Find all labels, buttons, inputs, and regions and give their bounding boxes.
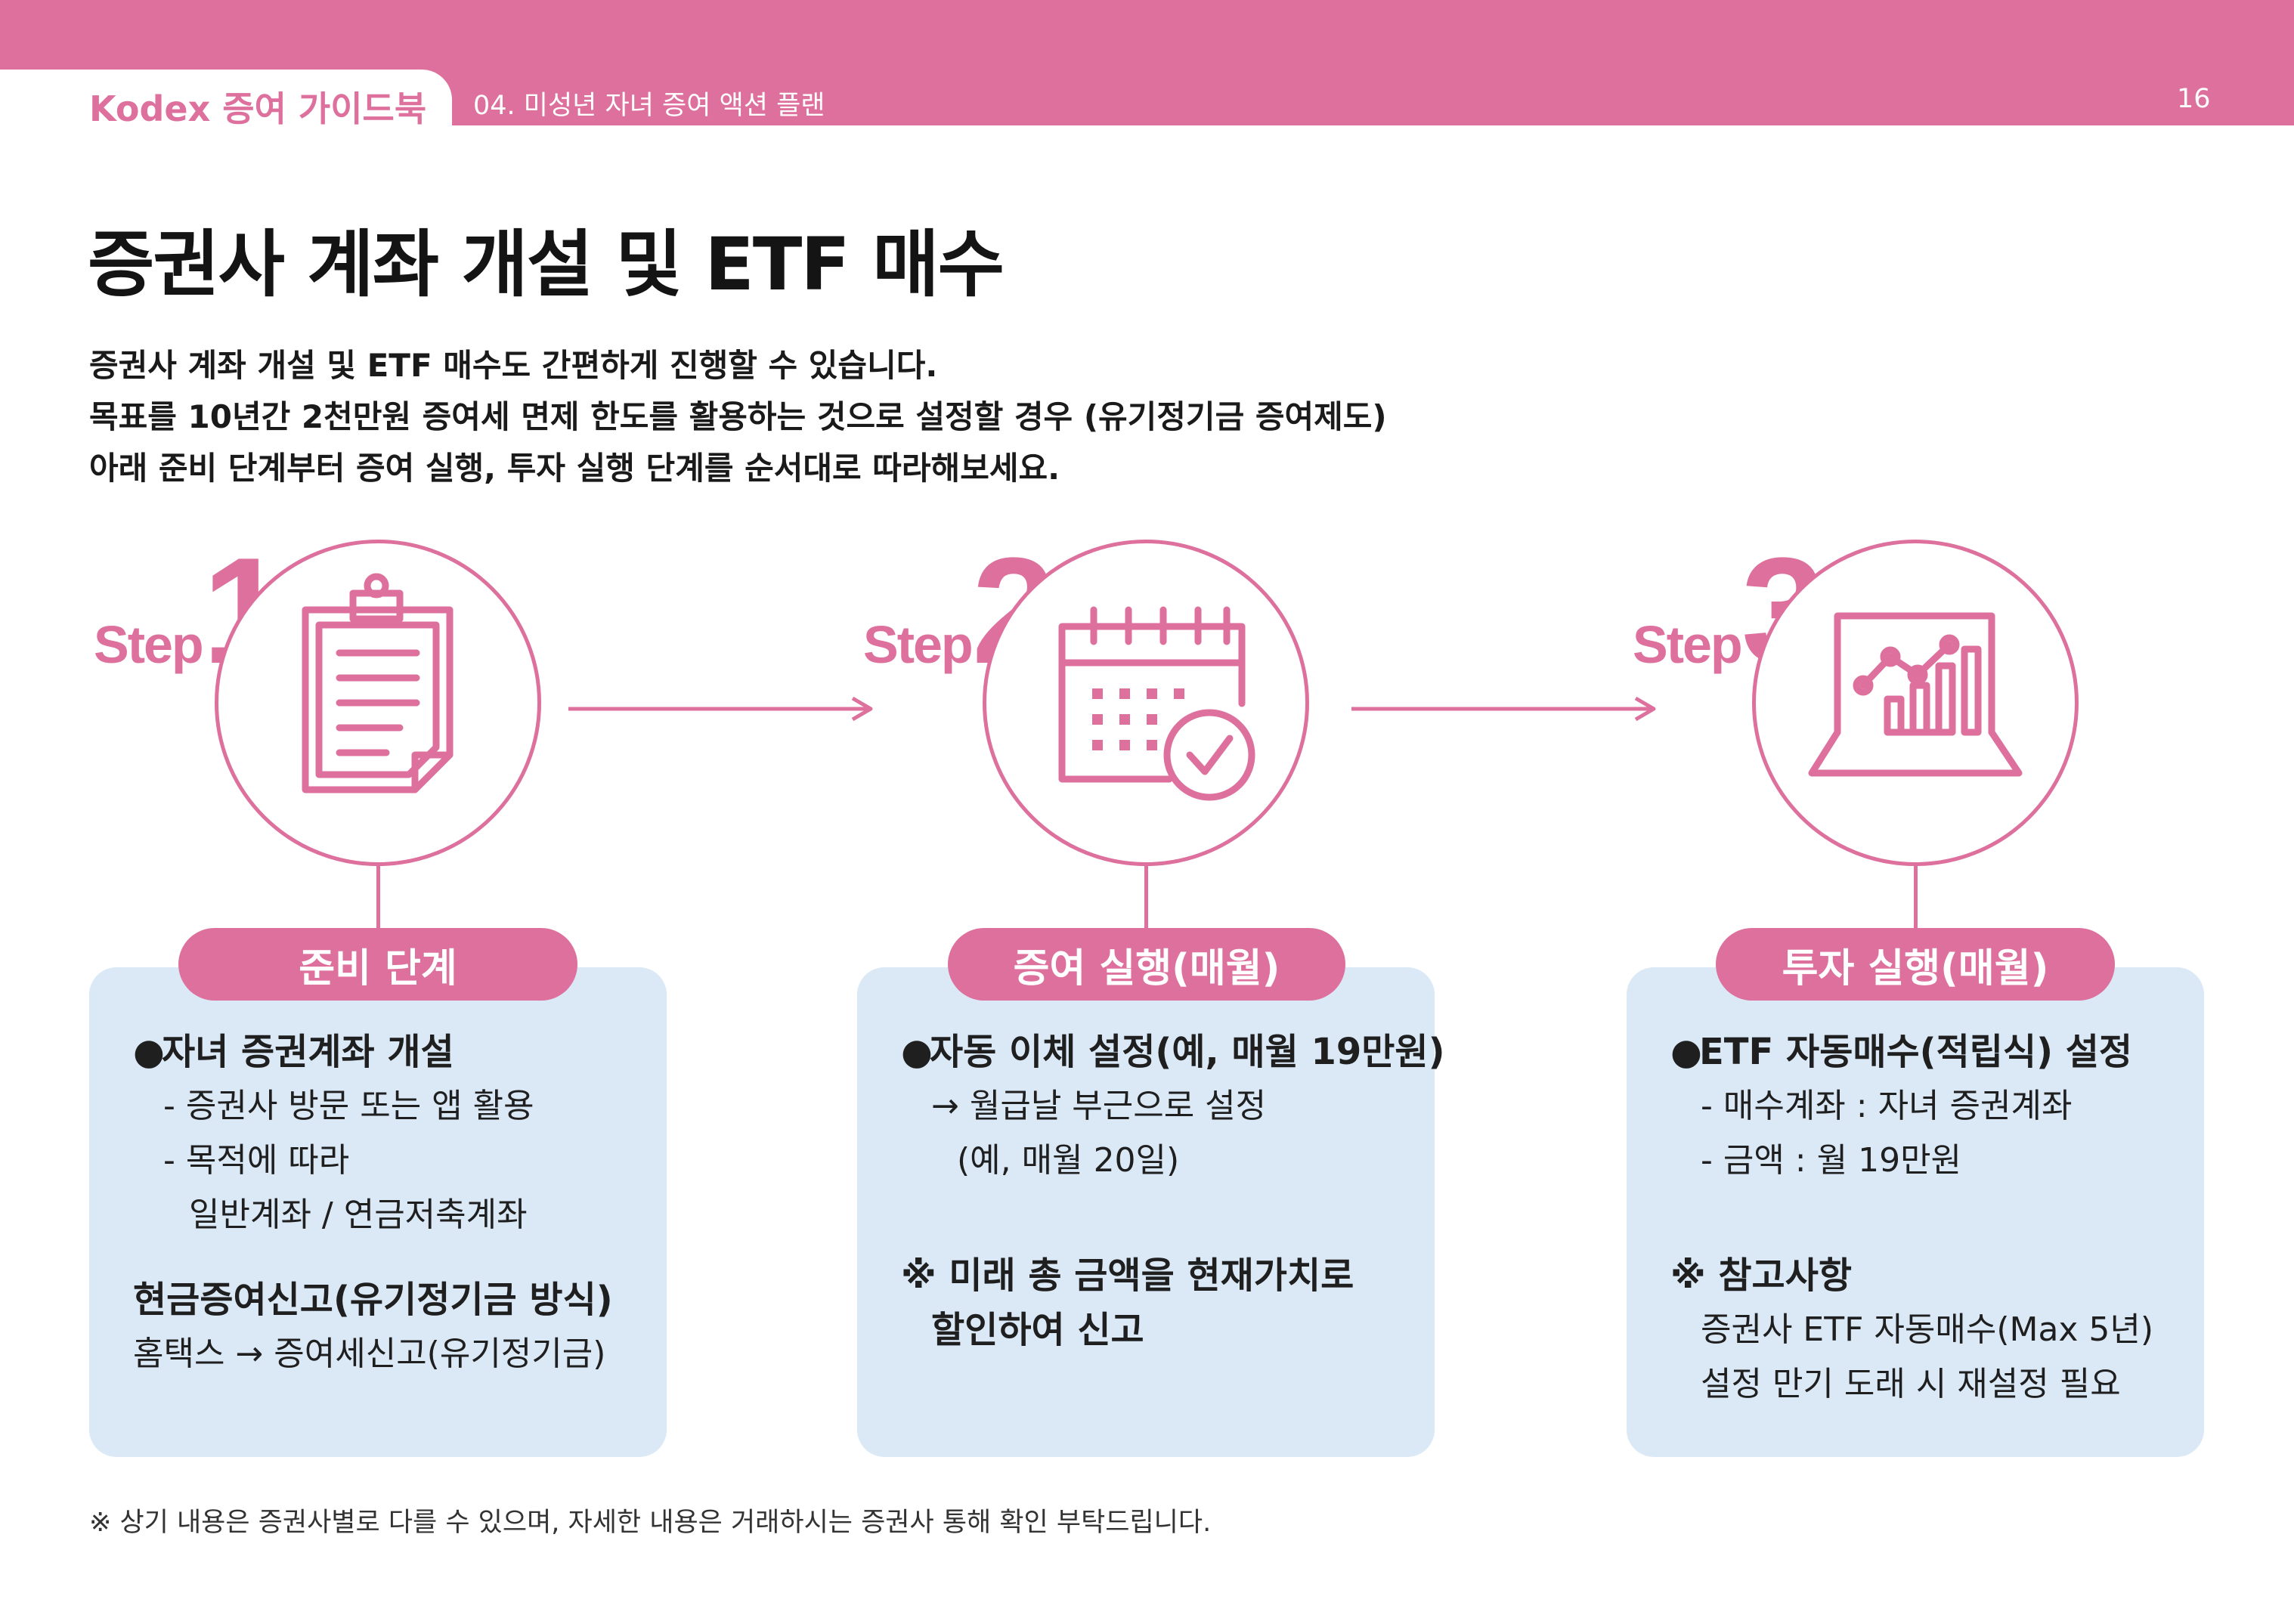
intro-line: 아래 준비 단계부터 증여 실행, 투자 실행 단계를 순서대로 따라해보세요. xyxy=(89,450,1060,487)
card-line-text: - 증권사 방문 또는 앱 활용 xyxy=(163,1087,534,1125)
laptop-chart-icon xyxy=(1808,612,2023,777)
card-line-text: 자녀 증권계좌 개설 xyxy=(162,1031,454,1073)
card-line: - 매수계좌 : 자녀 증권계좌 xyxy=(1670,1079,2153,1134)
card-line-text: ETF 자동매수(적립식) 설정 xyxy=(1699,1031,2133,1073)
brand-tab xyxy=(0,70,452,125)
chapter-title: 04. 미성년 자녀 증여 액션 플랜 xyxy=(473,91,825,121)
card-line: ●ETF 자동매수(적립식) 설정 xyxy=(1670,1025,2153,1079)
card-line: 증권사 ETF 자동매수(Max 5년) xyxy=(1670,1303,2153,1357)
card-line: - 금액 : 월 19만원 xyxy=(1670,1134,2153,1188)
step-2-pill: 증여 실행(매월) xyxy=(948,928,1345,1001)
card-line: - 목적에 따라 xyxy=(133,1134,613,1188)
connector-line xyxy=(376,862,380,930)
step-word: Step xyxy=(1633,615,1743,674)
card-line: → 월급날 부근으로 설정 xyxy=(901,1079,1445,1134)
card-line xyxy=(1670,1218,2153,1248)
card-line-text: 현금증여신고(유기정기금 방식) xyxy=(133,1279,613,1321)
step-3-pill: 투자 실행(매월) xyxy=(1716,928,2115,1001)
connector-line xyxy=(1914,862,1918,930)
card-line: - 증권사 방문 또는 앱 활용 xyxy=(133,1079,613,1134)
card-line-text: ※ 참고사항 xyxy=(1670,1254,1853,1297)
card-line xyxy=(901,1188,1445,1218)
card-line: 일반계좌 / 연금저축계좌 xyxy=(133,1188,613,1242)
arrow-right-icon xyxy=(1351,696,1656,722)
card-line-text: ※ 미래 총 금액을 현재가치로 xyxy=(901,1254,1354,1297)
step-3-card-text: ●ETF 자동매수(적립식) 설정 - 매수계좌 : 자녀 증권계좌 - 금액 : … xyxy=(1670,1025,2153,1412)
bullet-icon: ● xyxy=(133,1031,165,1073)
step-3-circle xyxy=(1752,540,2079,866)
page-number: 16 xyxy=(2177,84,2211,114)
step-2-card xyxy=(857,967,1435,1457)
intro-line: 증권사 계좌 개설 및 ETF 매수도 간편하게 진행할 수 있습니다. xyxy=(89,347,938,384)
card-line-text: (예, 매월 20일) xyxy=(957,1141,1180,1180)
footnote: ※ 상기 내용은 증권사별로 다를 수 있으며, 자세한 내용은 거래하시는 증… xyxy=(89,1508,1212,1538)
card-line-text: - 매수계좌 : 자녀 증권계좌 xyxy=(1701,1087,2073,1125)
step-3-card xyxy=(1627,967,2204,1457)
step-word: Step xyxy=(94,615,204,674)
card-line-text: 설정 만기 도래 시 재설정 필요 xyxy=(1701,1365,2121,1403)
step-1-pill: 준비 단계 xyxy=(178,928,577,1001)
step-word: Step xyxy=(863,615,974,674)
card-line xyxy=(133,1242,613,1273)
connector-line xyxy=(1144,862,1148,930)
card-line: ●자녀 증권계좌 개설 xyxy=(133,1025,613,1079)
card-line: ●자동 이체 설정(예, 매월 19만원) xyxy=(901,1025,1445,1079)
calendar-check-icon xyxy=(1058,606,1255,801)
card-line: 현금증여신고(유기정기금 방식) xyxy=(133,1273,613,1327)
card-line xyxy=(1670,1188,2153,1218)
card-line-text: 홈택스 → 증여세신고(유기정기금) xyxy=(133,1335,606,1373)
card-line: 설정 만기 도래 시 재설정 필요 xyxy=(1670,1357,2153,1412)
card-line-text: 증권사 ETF 자동매수(Max 5년) xyxy=(1701,1310,2154,1349)
step-2-card-text: ●자동 이체 설정(예, 매월 19만원) → 월급날 부근으로 설정 (예, 매월… xyxy=(901,1025,1445,1357)
bullet-icon: ● xyxy=(901,1031,933,1073)
intro-text: 증권사 계좌 개설 및 ETF 매수도 간편하게 진행할 수 있습니다. 목표를… xyxy=(89,340,1387,494)
step-2-circle xyxy=(983,540,1309,866)
card-line-text: 일반계좌 / 연금저축계좌 xyxy=(189,1196,528,1234)
card-line: ※ 미래 총 금액을 현재가치로 xyxy=(901,1248,1445,1303)
card-line: 홈택스 → 증여세신고(유기정기금) xyxy=(133,1327,613,1381)
arrow-right-icon xyxy=(568,696,873,722)
card-line: (예, 매월 20일) xyxy=(901,1134,1445,1188)
card-line: 할인하여 신고 xyxy=(901,1303,1445,1357)
card-line xyxy=(901,1218,1445,1248)
step-1-circle xyxy=(215,540,541,866)
card-line: ※ 참고사항 xyxy=(1670,1248,2153,1303)
intro-line: 목표를 10년간 2천만원 증여세 면제 한도를 활용하는 것으로 설정할 경우… xyxy=(89,398,1387,435)
clipboard-icon xyxy=(302,573,454,793)
card-line-text: 할인하여 신고 xyxy=(931,1309,1144,1351)
bullet-icon: ● xyxy=(1670,1031,1702,1073)
card-line-text: - 목적에 따라 xyxy=(163,1141,350,1180)
card-line-text: → 월급날 부근으로 설정 xyxy=(931,1087,1267,1125)
card-line-text: 자동 이체 설정(예, 매월 19만원) xyxy=(930,1031,1445,1073)
brand-title: Kodex 증여 가이드북 xyxy=(89,88,427,129)
card-line-text: - 금액 : 월 19만원 xyxy=(1701,1141,1962,1180)
step-1-card xyxy=(89,967,667,1457)
page-title: 증권사 계좌 개설 및 ETF 매수 xyxy=(88,222,1005,307)
